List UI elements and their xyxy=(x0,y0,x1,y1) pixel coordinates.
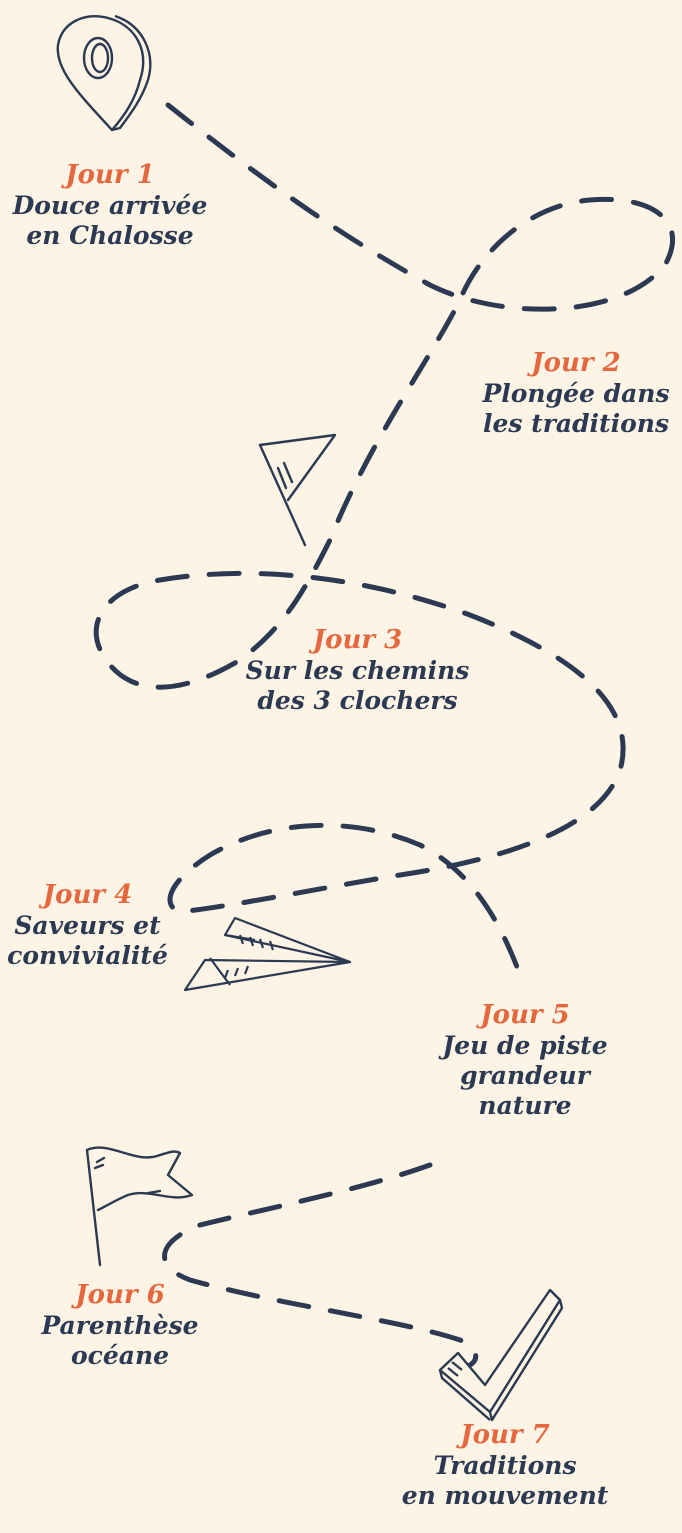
step-title: Douce arrivée en Chalosse xyxy=(12,191,208,251)
step-title: Sur les chemins des 3 clochers xyxy=(245,656,470,716)
step-day-2: Jour 2 Plongée dans les traditions xyxy=(470,348,682,439)
day-label: Jour 7 xyxy=(460,1420,550,1450)
step-title: Saveurs et convivialité xyxy=(7,911,168,971)
day-label: Jour 6 xyxy=(75,1280,165,1310)
step-day-7: Jour 7 Traditions en mouvement xyxy=(390,1420,620,1511)
step-day-4: Jour 4 Saveurs et convivialité xyxy=(0,880,175,971)
step-title: Jeu de piste grandeur nature xyxy=(442,1031,608,1121)
day-label: Jour 4 xyxy=(42,880,133,910)
checkmark-icon xyxy=(438,1288,564,1422)
step-day-5: Jour 5 Jeu de piste grandeur nature xyxy=(420,1000,630,1121)
dashed-route-path xyxy=(93,102,675,1368)
paper-plane-icon xyxy=(183,916,352,992)
step-day-3: Jour 3 Sur les chemins des 3 clochers xyxy=(235,625,480,716)
day-label: Jour 5 xyxy=(480,1000,570,1030)
wavy-flag-icon xyxy=(85,1146,194,1267)
step-day-1: Jour 1 Douce arrivée en Chalosse xyxy=(0,160,220,251)
day-label: Jour 1 xyxy=(65,160,155,190)
map-pin-icon xyxy=(56,14,152,132)
step-title: Parenthèse océane xyxy=(41,1311,199,1371)
day-label: Jour 3 xyxy=(312,625,403,655)
step-day-6: Jour 6 Parenthèse océane xyxy=(20,1280,220,1371)
step-title: Plongée dans les traditions xyxy=(482,379,670,439)
day-label: Jour 2 xyxy=(531,348,621,378)
step-title: Traditions en mouvement xyxy=(401,1451,609,1511)
pennant-flag-icon xyxy=(258,433,337,547)
